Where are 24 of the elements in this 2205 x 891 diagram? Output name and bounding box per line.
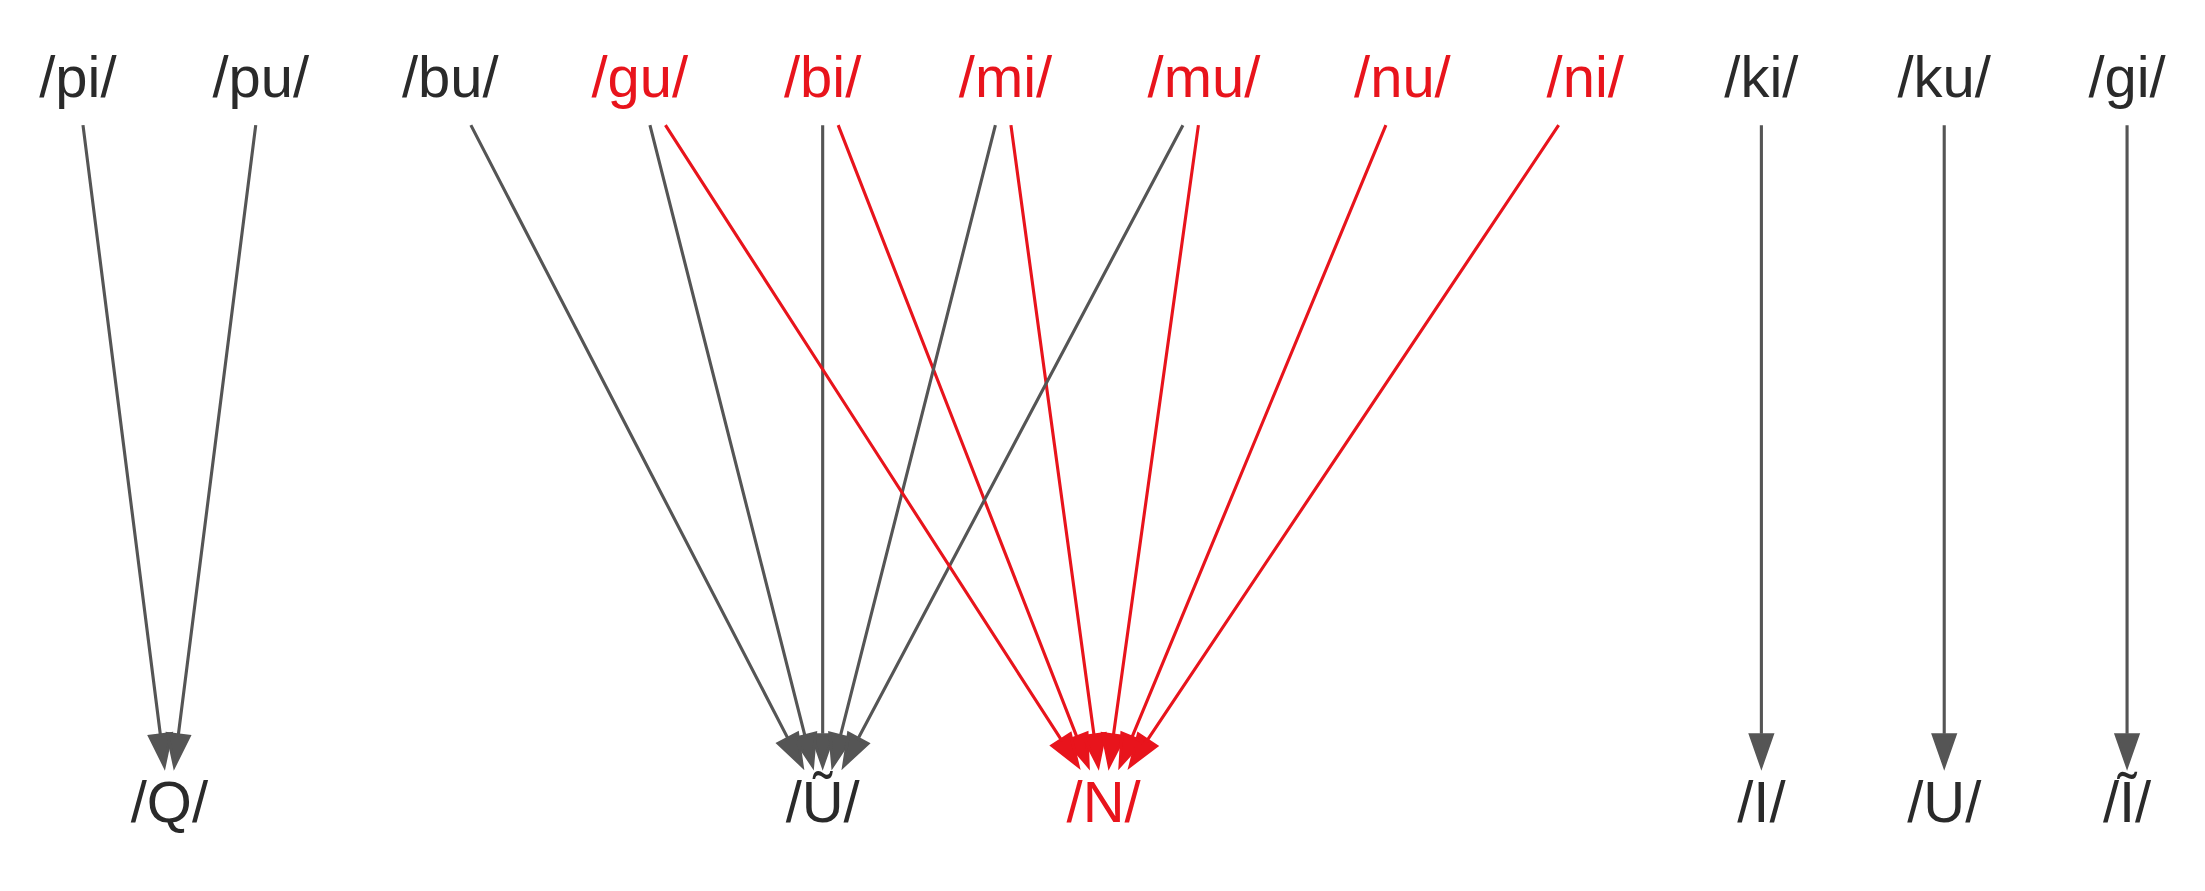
arrow: [1931, 125, 1958, 771]
node-text: /mu/: [1147, 45, 1261, 110]
node-text: /Ũ/: [785, 769, 860, 834]
arrow: [81, 124, 174, 771]
arrow: [165, 124, 258, 771]
node-text: /ni/: [1546, 45, 1624, 110]
node-text: /mi/: [958, 45, 1053, 110]
node-text: /I/: [1737, 769, 1786, 834]
node-text: /ki/: [1724, 45, 1799, 110]
arrow: [1748, 125, 1775, 771]
node-text: /bi/: [784, 45, 862, 110]
arrow: [828, 124, 997, 771]
node-text: /nu/: [1354, 45, 1451, 110]
node-text: /gu/: [591, 45, 689, 110]
node-text: /gi/: [2088, 45, 2166, 110]
node-text: /bu/: [401, 45, 499, 110]
node-text: /pi/: [39, 45, 117, 110]
node-text: /ku/: [1897, 45, 1991, 110]
node-text: /U/: [1907, 769, 1982, 834]
node-text: /Ĩ/: [2102, 769, 2152, 834]
node-text: /pu/: [212, 45, 310, 110]
node-text: /Q/: [130, 769, 209, 834]
arrow: [2113, 125, 2141, 771]
node-text: /N/: [1066, 769, 1141, 834]
